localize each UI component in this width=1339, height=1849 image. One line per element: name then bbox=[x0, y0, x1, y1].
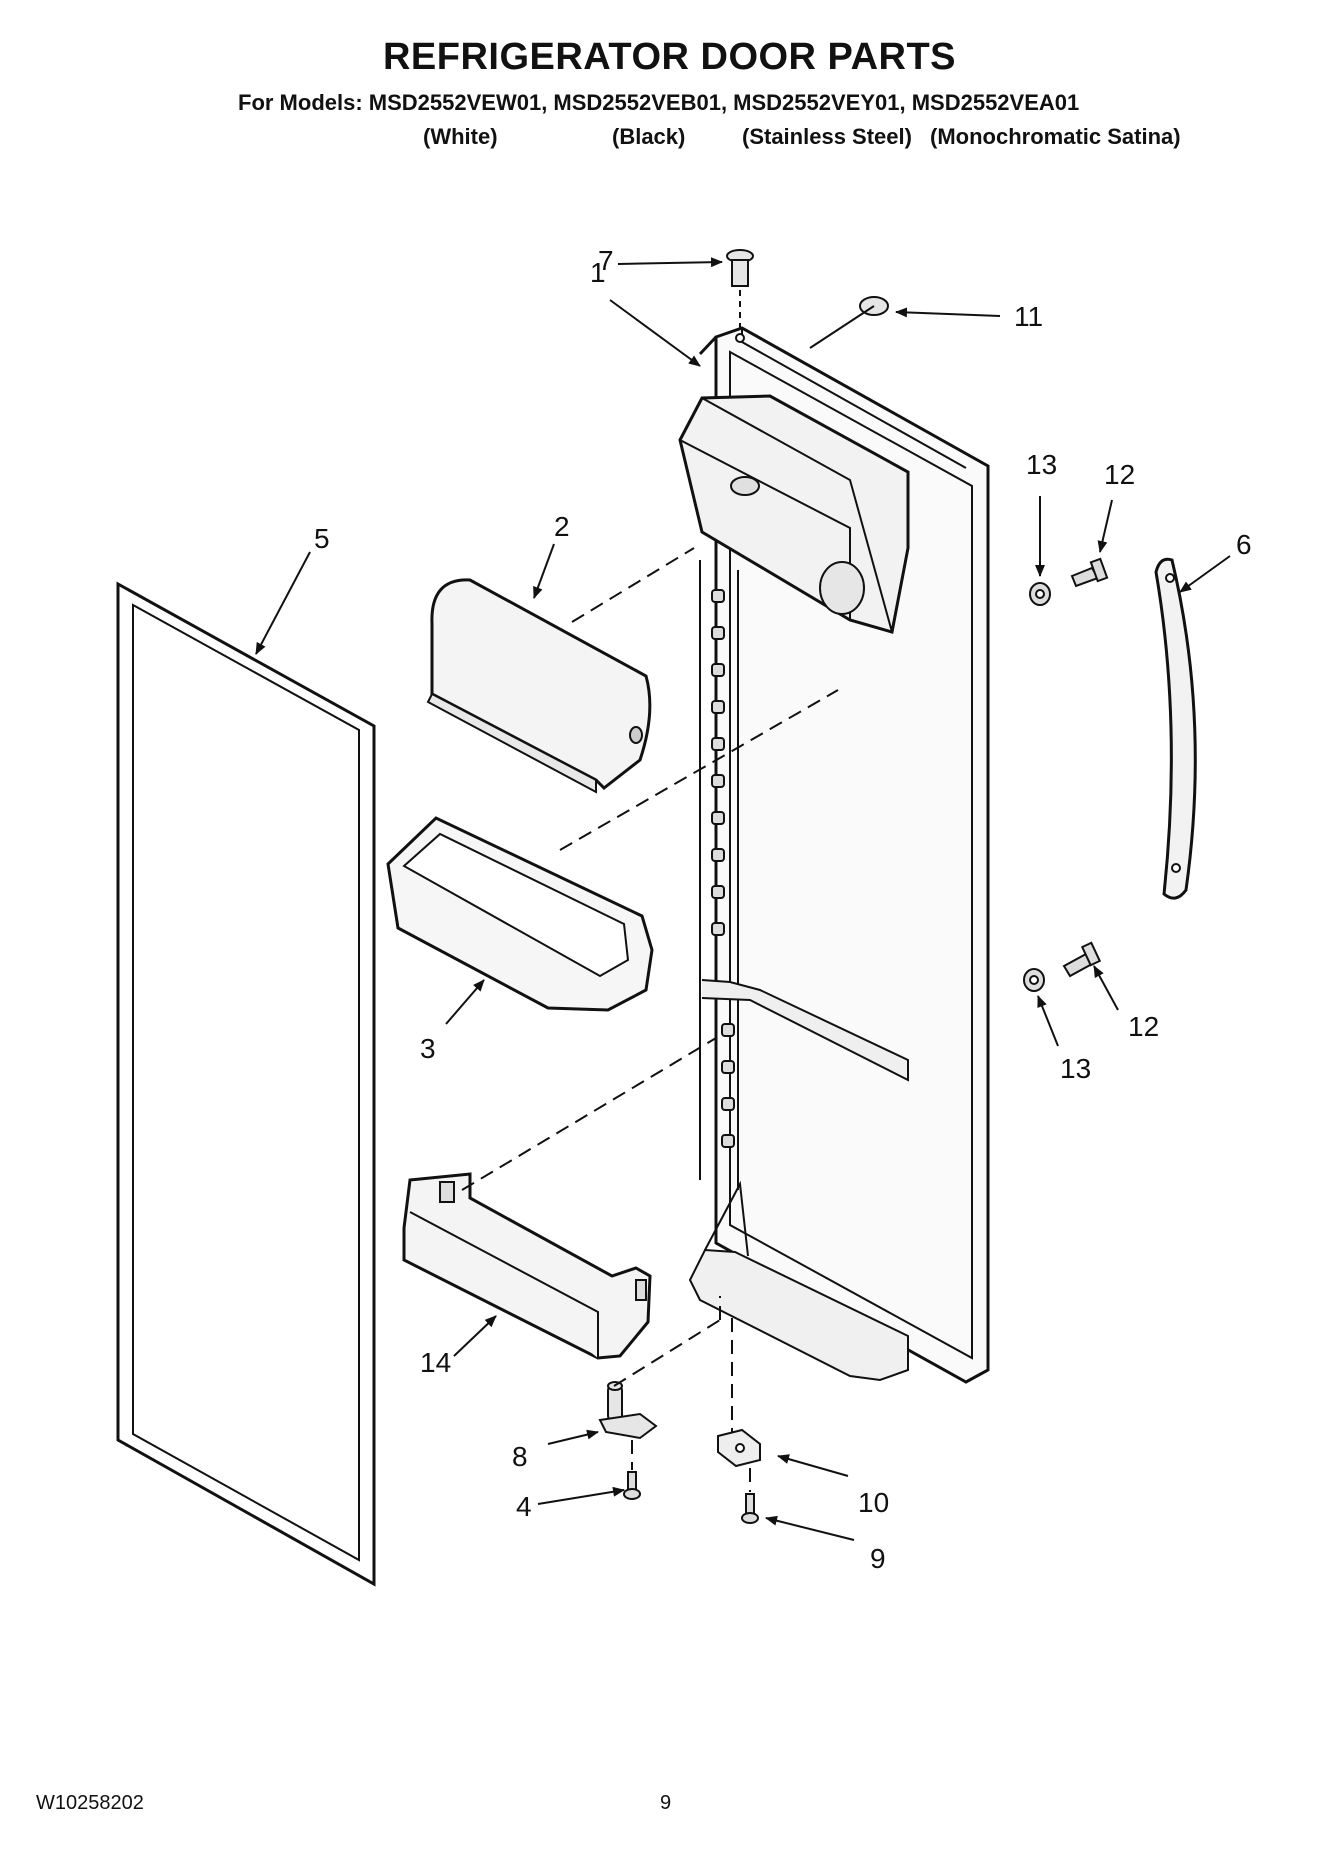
callout-5: 5 bbox=[314, 523, 330, 554]
variant-satina: (Monochromatic Satina) bbox=[930, 124, 1181, 149]
door-handle bbox=[1154, 557, 1197, 900]
variant-white: (White) bbox=[423, 124, 498, 149]
callout-2: 2 bbox=[554, 511, 570, 542]
callout-8: 8 bbox=[512, 1441, 528, 1472]
document-number: W10258202 bbox=[36, 1792, 144, 1814]
hinge-pin bbox=[598, 1381, 658, 1440]
dairy-door bbox=[426, 578, 652, 794]
door-liner bbox=[678, 326, 990, 1384]
page-number: 9 bbox=[660, 1792, 672, 1814]
assembly-lines bbox=[461, 547, 839, 1492]
door-bin bbox=[386, 816, 654, 1012]
callout-4: 4 bbox=[516, 1491, 532, 1522]
hinge-screw bbox=[623, 1471, 641, 1500]
callout-6: 6 bbox=[1236, 529, 1252, 560]
callout-13-upper: 13 bbox=[1026, 449, 1057, 480]
bracket-screw bbox=[741, 1493, 759, 1524]
lower-door-bin bbox=[402, 1172, 652, 1360]
callout-9: 9 bbox=[870, 1543, 886, 1574]
variant-stainless: (Stainless Steel) bbox=[742, 124, 912, 149]
liner-bin-studs bbox=[711, 589, 735, 1148]
callout-14: 14 bbox=[420, 1347, 451, 1378]
callout-3: 3 bbox=[420, 1033, 436, 1064]
upper-handle-hardware bbox=[1029, 557, 1109, 606]
door-stop bbox=[726, 249, 754, 287]
callout-10: 10 bbox=[858, 1487, 889, 1518]
callout-arrows bbox=[255, 257, 1231, 1541]
models-line: For Models: MSD2552VEW01, MSD2552VEB01, … bbox=[238, 90, 1080, 115]
callout-7: 7 bbox=[598, 245, 614, 276]
callout-12-upper: 12 bbox=[1104, 459, 1135, 490]
door-gasket bbox=[116, 581, 376, 1587]
callout-11: 11 bbox=[1014, 301, 1043, 332]
hinge-bracket bbox=[717, 1428, 761, 1468]
lower-handle-hardware bbox=[1023, 941, 1102, 992]
page-title: REFRIGERATOR DOOR PARTS bbox=[382, 36, 957, 78]
variant-black: (Black) bbox=[612, 124, 686, 149]
callout-13-lower: 13 bbox=[1060, 1053, 1091, 1084]
callout-12-lower: 12 bbox=[1128, 1011, 1159, 1042]
callout-1: 1 bbox=[590, 257, 606, 288]
